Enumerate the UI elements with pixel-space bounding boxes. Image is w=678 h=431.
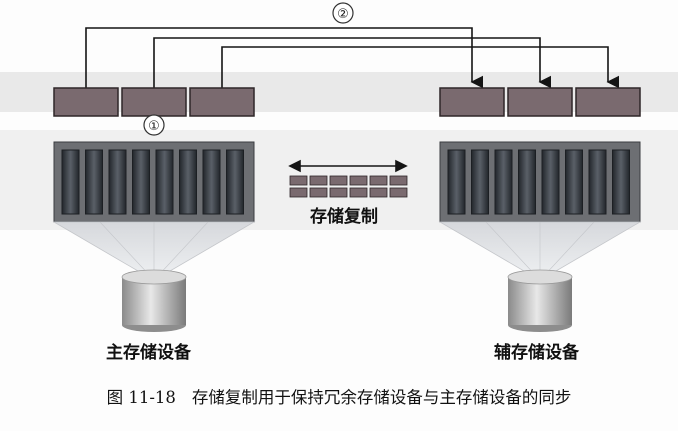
primary-disk-array [52, 141, 256, 279]
figure-caption: 图 11-18 存储复制用于保持冗余存储设备与主存储设备的同步 [0, 384, 678, 408]
figure-caption-text: 存储复制用于保持冗余存储设备与主存储设备的同步 [191, 388, 572, 407]
data-block [329, 187, 348, 198]
secondary-storage-label: 辅存储设备 [494, 343, 579, 363]
data-block [289, 187, 308, 198]
primary-disk-8 [226, 149, 244, 215]
step-marker-2: ② [332, 2, 354, 24]
data-block [309, 175, 328, 186]
secondary-volume-2 [507, 87, 573, 117]
primary-volume-1 [53, 87, 119, 117]
primary-volume-3 [189, 87, 255, 117]
replication-lines [85, 27, 620, 89]
step-marker-2-text: ② [337, 7, 349, 22]
secondary-disk-5 [541, 149, 560, 215]
data-block [389, 175, 408, 186]
data-block [369, 187, 388, 198]
secondary-disk-array [438, 141, 642, 279]
data-block [349, 175, 368, 186]
replication-line-3 [221, 46, 620, 89]
step-marker-1: ① [143, 114, 165, 136]
data-block [329, 175, 348, 186]
primary-disk-2 [85, 149, 103, 215]
replication-line-2 [153, 37, 552, 89]
primary-storage-cylinder-icon [121, 269, 187, 332]
primary-volume-2 [121, 87, 187, 117]
secondary-volume-1 [439, 87, 505, 117]
replicated-data-blocks [289, 175, 408, 198]
secondary-disk-1 [447, 149, 466, 215]
replication-label: 存储复制 [310, 207, 378, 227]
primary-volumes [53, 87, 255, 117]
data-block [369, 175, 388, 186]
secondary-volume-3 [575, 87, 641, 117]
secondary-disk-3 [494, 149, 513, 215]
secondary-disk-8 [612, 149, 630, 215]
primary-disk-3 [108, 149, 127, 215]
secondary-disk-6 [565, 149, 583, 215]
secondary-storage-cylinder-icon [507, 269, 573, 332]
primary-disk-7 [202, 149, 221, 215]
secondary-disk-4 [518, 149, 536, 215]
secondary-disk-2 [471, 149, 489, 215]
figure-number: 图 11-18 [106, 388, 176, 407]
replication-double-arrow-icon [288, 159, 408, 173]
primary-disk-6 [179, 149, 197, 215]
data-block [289, 175, 308, 186]
data-block [389, 187, 408, 198]
primary-disk-1 [61, 149, 80, 215]
data-block [349, 187, 368, 198]
data-block [309, 187, 328, 198]
secondary-volumes [439, 87, 641, 117]
primary-storage-label: 主存储设备 [106, 343, 191, 363]
step-marker-1-text: ① [148, 119, 160, 134]
primary-disk-4 [132, 149, 150, 215]
replication-line-1 [85, 27, 484, 89]
primary-disk-5 [155, 149, 174, 215]
secondary-disk-7 [588, 149, 607, 215]
